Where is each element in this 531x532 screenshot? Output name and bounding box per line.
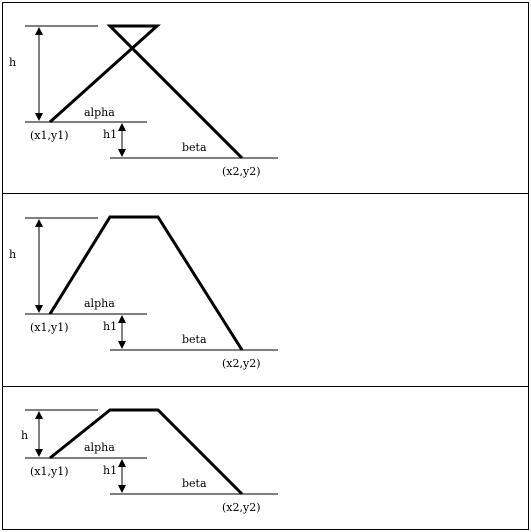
start-point-label: (x1,y1) [30, 465, 69, 478]
start-point-label: (x1,y1) [30, 321, 69, 334]
trajectory-path [49, 408, 244, 496]
beta-label: beta [182, 333, 207, 346]
trajectory-path [48, 215, 244, 351]
end-point-label: (x2,y2) [222, 165, 261, 178]
h1-label: h1 [103, 128, 117, 141]
panel-1: h alpha (x1,y1) h1 beta (x2,y2) [9, 24, 278, 178]
h1-label: h1 [103, 320, 117, 333]
h1-label: h1 [103, 464, 117, 477]
h-label: h [9, 248, 16, 261]
end-point-label: (x2,y2) [222, 501, 261, 514]
h-label: h [9, 56, 16, 69]
beta-label: beta [182, 477, 207, 490]
h-label: h [21, 429, 28, 442]
panel-2: h alpha (x1,y1) h1 beta (x2,y2) [9, 215, 278, 370]
alpha-label: alpha [84, 297, 115, 310]
panel-frame-1 [2, 2, 529, 194]
start-point-label: (x1,y1) [30, 129, 69, 142]
panel-3: h alpha (x1,y1) h1 beta (x2,y2) [21, 408, 278, 514]
panel-frame-3 [2, 386, 529, 530]
beta-label: beta [182, 141, 207, 154]
alpha-label: alpha [84, 441, 115, 454]
end-point-label: (x2,y2) [222, 357, 261, 370]
panel-frame-2 [2, 193, 529, 387]
alpha-label: alpha [84, 106, 115, 119]
trajectory-path [48, 24, 244, 160]
